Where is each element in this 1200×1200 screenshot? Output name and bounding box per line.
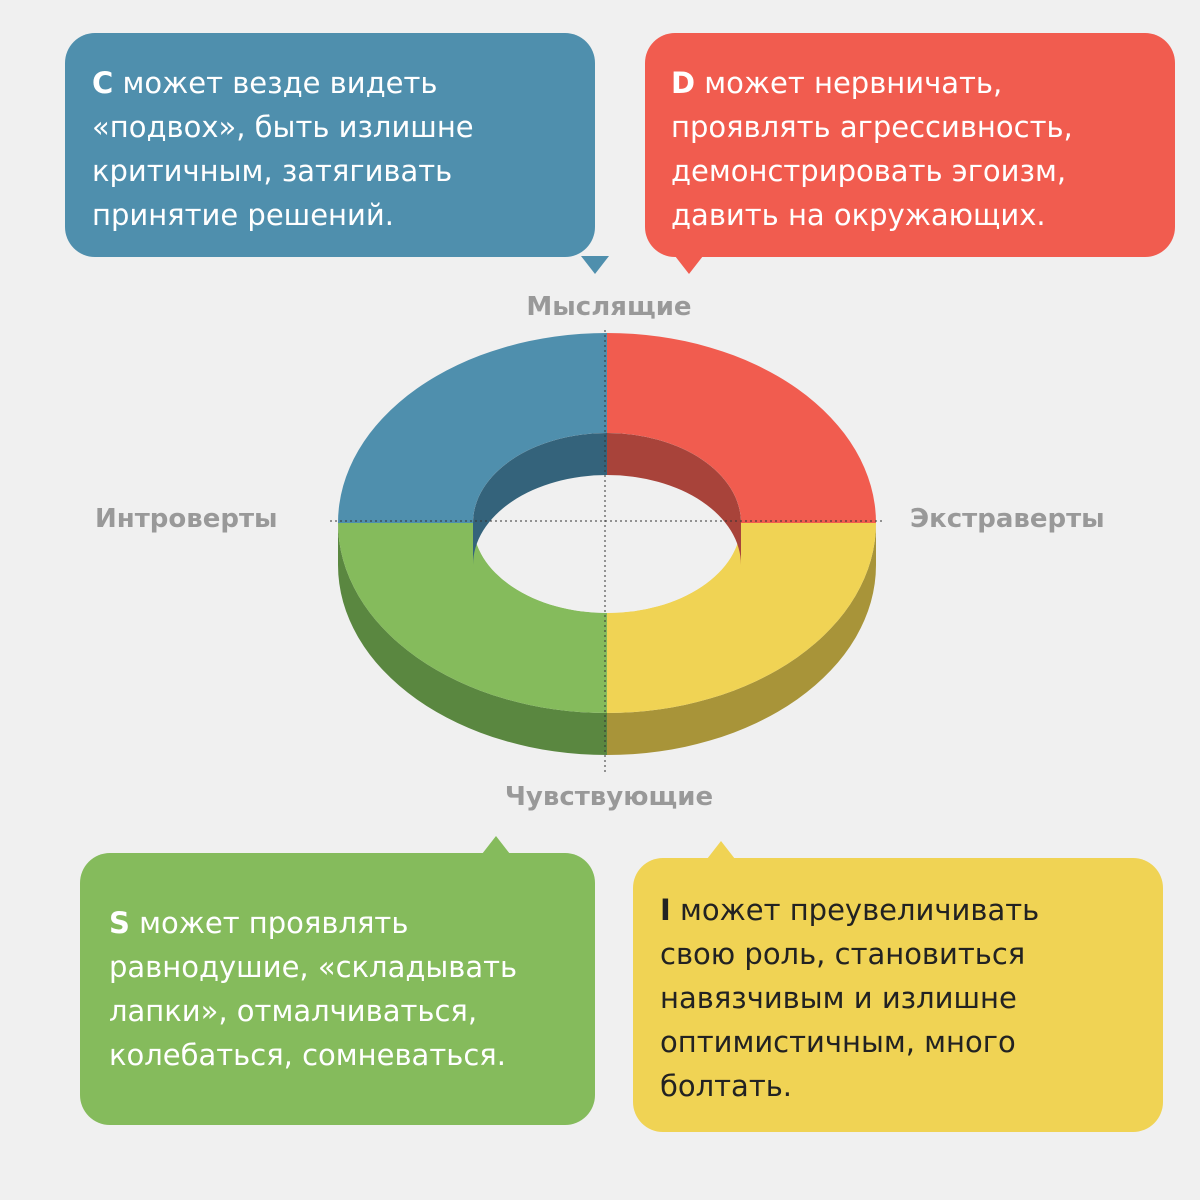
bubble-c-line-4: принятие решений. <box>92 198 394 232</box>
bubble-i: I может преувеличивать свою роль, станов… <box>633 841 1163 1132</box>
bubble-d-line-1: D может нервничать, <box>671 66 1003 100</box>
bubble-i-line-1: I может преувеличивать <box>660 893 1040 927</box>
inner-wall-right <box>607 433 741 565</box>
bubble-i-line-2: свою роль, становиться <box>660 937 1026 971</box>
quadrant-c <box>338 333 607 523</box>
axis-label-thinking: Мыслящие <box>526 292 692 322</box>
bubble-s-line-3: лапки», отмалчиваться, <box>109 994 478 1028</box>
bubble-c-line-3: критичным, затягивать <box>92 154 453 188</box>
bubble-i-line-4: оптимистичным, много <box>660 1025 1016 1059</box>
quadrant-s <box>338 523 607 713</box>
inner-wall-left <box>473 433 607 565</box>
bubble-i-tail <box>707 841 735 859</box>
side-band-left <box>338 523 607 755</box>
bubble-d-line-4: давить на окружающих. <box>671 198 1046 232</box>
bubble-d-letter: D <box>671 66 696 100</box>
bubble-i-line-3: навязчивым и излишне <box>660 981 1017 1015</box>
bubble-s-tail <box>482 836 510 854</box>
bubble-d-line-2: проявлять агрессивность, <box>671 110 1073 144</box>
bubble-s-line-4: колебаться, сомневаться. <box>109 1038 506 1072</box>
axis-label-feeling: Чувствующие <box>504 782 714 812</box>
side-band-right <box>607 523 876 755</box>
bubble-d-tail <box>675 256 703 274</box>
quadrant-i <box>607 523 876 713</box>
bubble-s: S может проявлять равнодушие, «складыват… <box>80 836 595 1125</box>
bubble-s-line-2: равнодушие, «складывать <box>109 950 518 984</box>
bubble-i-line-5: болтать. <box>660 1069 793 1103</box>
bubble-d: D может нервничать, проявлять агрессивно… <box>645 33 1175 274</box>
bubble-s-letter: S <box>109 906 130 940</box>
axis-label-extraverts: Экстраверты <box>910 504 1105 534</box>
bubble-c-tail <box>581 256 609 274</box>
bubble-c-line-1: C может везде видеть <box>92 66 438 100</box>
bubble-c-letter: C <box>92 66 114 100</box>
bubble-d-line-3: демонстрировать эгоизм, <box>671 154 1067 188</box>
bubble-c: C может везде видеть «подвох», быть изли… <box>65 33 609 274</box>
bubble-i-letter: I <box>660 893 671 927</box>
bubble-s-line-1: S может проявлять <box>109 906 409 940</box>
bubble-c-line-2: «подвох», быть излишне <box>92 110 474 144</box>
axis-label-introverts: Интроверты <box>95 504 278 534</box>
quadrant-d <box>607 333 876 523</box>
